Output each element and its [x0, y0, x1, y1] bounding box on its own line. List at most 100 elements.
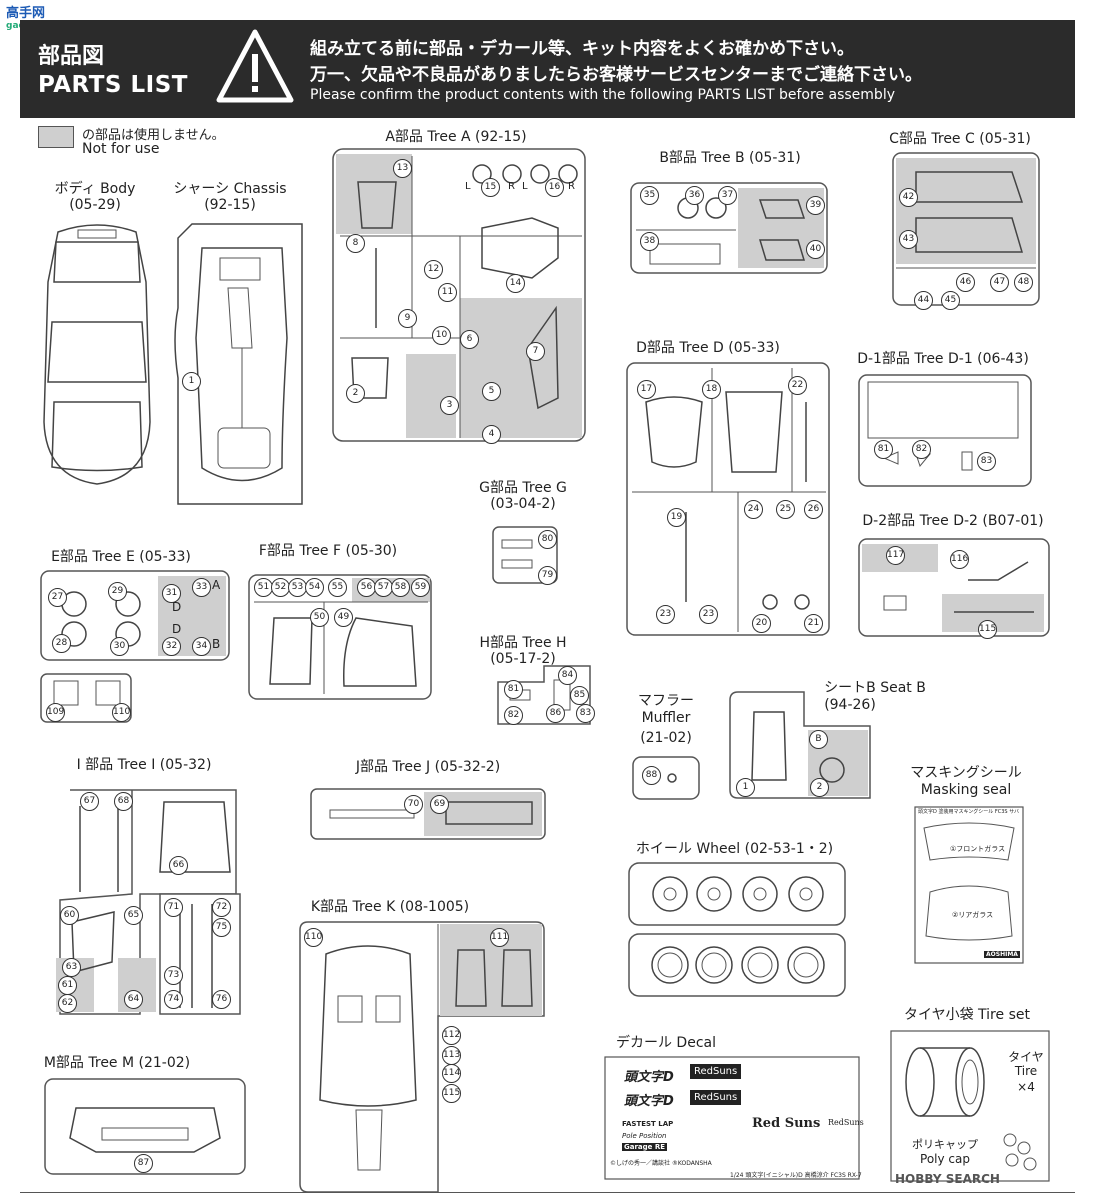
warning-line-en: Please confirm the product contents with…: [310, 87, 895, 103]
part-number: 47: [990, 273, 1009, 292]
part-number: 67: [80, 792, 99, 811]
part-number: 80: [538, 530, 557, 549]
part-number: 35: [640, 186, 659, 205]
not-for-use-swatch: [38, 126, 74, 148]
decal-copyright: ©しげの秀一／講談社 ®KODANSHA: [610, 1160, 712, 1167]
part-number: 7: [526, 342, 545, 361]
part-number: 20: [752, 614, 771, 633]
footer-rule: [20, 1192, 1075, 1201]
part-number: 116: [950, 550, 969, 569]
part-number: 60: [60, 906, 79, 925]
warning-line-1: 組み立てる前に部品・デカール等、キット内容をよくお確かめ下さい。: [310, 39, 854, 59]
decal-item: FASTEST LAP: [622, 1120, 674, 1128]
masking-sheet-title: 頭文字D 塗装用マスキングシール FC3S サバンナRX-7用: [918, 809, 1020, 815]
part-number: 88: [642, 766, 661, 785]
letter-a: A: [212, 578, 221, 592]
part-number: 30: [110, 637, 129, 656]
part-number: 1: [182, 372, 201, 391]
tree-k-label: K部品 Tree K (08-1005): [310, 899, 470, 915]
rear-glass-label: ②リアガラス: [952, 911, 994, 919]
part-number: 75: [212, 918, 231, 937]
part-number: 22: [788, 376, 807, 395]
part-number: 21: [804, 614, 823, 633]
decal-item: Red Suns: [752, 1116, 821, 1131]
decal-logo: 頭文字D: [624, 1094, 674, 1109]
part-number: 71: [164, 898, 183, 917]
decal-logo: 頭文字D: [624, 1070, 674, 1085]
brand-logo: AOSHIMA: [984, 951, 1020, 958]
decal-item: RedSuns: [690, 1064, 742, 1079]
part-number: 44: [914, 291, 933, 310]
part-number: 69: [430, 795, 449, 814]
seat-b-label: シートB Seat B: [824, 680, 926, 696]
part-number: 43: [899, 230, 918, 249]
tree-c-frame: [892, 152, 1040, 306]
part-number: 81: [504, 680, 523, 699]
chassis-label: シャーシ Chassis: [173, 181, 287, 197]
masking-seal-sheet: [914, 806, 1024, 964]
decal-item: Garage RE: [622, 1143, 668, 1151]
part-number: 1: [736, 778, 755, 797]
part-number: 62: [58, 994, 77, 1013]
page-title-en: PARTS LIST: [38, 72, 188, 98]
part-number: 14: [506, 274, 525, 293]
side-r: R: [568, 181, 575, 192]
tree-i-label: I 部品 Tree I (05-32): [76, 757, 212, 773]
part-number: 16: [545, 178, 564, 197]
part-number: 85: [570, 686, 589, 705]
tree-m-frame: [44, 1078, 246, 1175]
tree-m-label: M部品 Tree M (21-02): [43, 1055, 191, 1071]
part-number: 36: [685, 186, 704, 205]
tree-b-label: B部品 Tree B (05-31): [659, 150, 801, 166]
part-number: 87: [134, 1154, 153, 1173]
part-number: 28: [52, 634, 71, 653]
wheel-frame: [628, 862, 846, 997]
part-number: 112: [442, 1026, 461, 1045]
part-number: 19: [667, 508, 686, 527]
part-number: 26: [804, 500, 823, 519]
part-number: 110: [304, 928, 323, 947]
part-number: 115: [442, 1084, 461, 1103]
tree-d1-label: D-1部品 Tree D-1 (06-43): [857, 351, 1029, 367]
tree-b-frame: [630, 182, 828, 274]
part-number: 13: [393, 159, 412, 178]
part-number: 8: [346, 234, 365, 253]
part-number: 109: [46, 703, 65, 722]
part-number: 40: [806, 240, 825, 259]
tire-label-en: Tire: [1014, 1064, 1038, 1078]
part-number: 17: [637, 380, 656, 399]
header-banner: 部品図 PARTS LIST 組み立てる前に部品・デカール等、キット内容をよくお…: [20, 20, 1075, 118]
part-number: 34: [192, 637, 211, 656]
letter-d: D: [172, 600, 182, 614]
part-number: 6: [460, 330, 479, 349]
part-number: 81: [874, 440, 893, 459]
tree-d-frame: [626, 362, 830, 636]
part-number: 117: [886, 546, 905, 565]
warning-triangle-icon: [216, 29, 294, 103]
tree-d1-frame: [858, 374, 1032, 487]
part-number: 38: [640, 232, 659, 251]
part-number: 5: [482, 382, 501, 401]
part-number: 15: [481, 178, 500, 197]
tree-h-label: H部品 Tree H: [479, 635, 567, 651]
tree-e-label: E部品 Tree E (05-33): [51, 549, 191, 565]
front-glass-label: ①フロントガラス: [950, 845, 1006, 853]
part-number: 84: [558, 666, 577, 685]
side-r: R: [508, 181, 515, 192]
part-number: 58: [391, 578, 410, 597]
part-number: 25: [776, 500, 795, 519]
side-l: L: [522, 181, 528, 192]
part-number: 111: [490, 928, 509, 947]
tree-h-code: (05-17-2): [490, 651, 556, 667]
part-number: 49: [334, 608, 353, 627]
part-number: 42: [899, 188, 918, 207]
chassis-code: (92-15): [204, 197, 256, 213]
part-number: 12: [424, 260, 443, 279]
part-number: 39: [806, 196, 825, 215]
part-number: 2: [810, 778, 829, 797]
decal-item: RedSuns: [690, 1090, 742, 1105]
part-number: 55: [328, 578, 347, 597]
tree-j-frame: [310, 788, 546, 840]
part-number: 9: [398, 309, 417, 328]
tire-qty: ×4: [1017, 1080, 1035, 1094]
